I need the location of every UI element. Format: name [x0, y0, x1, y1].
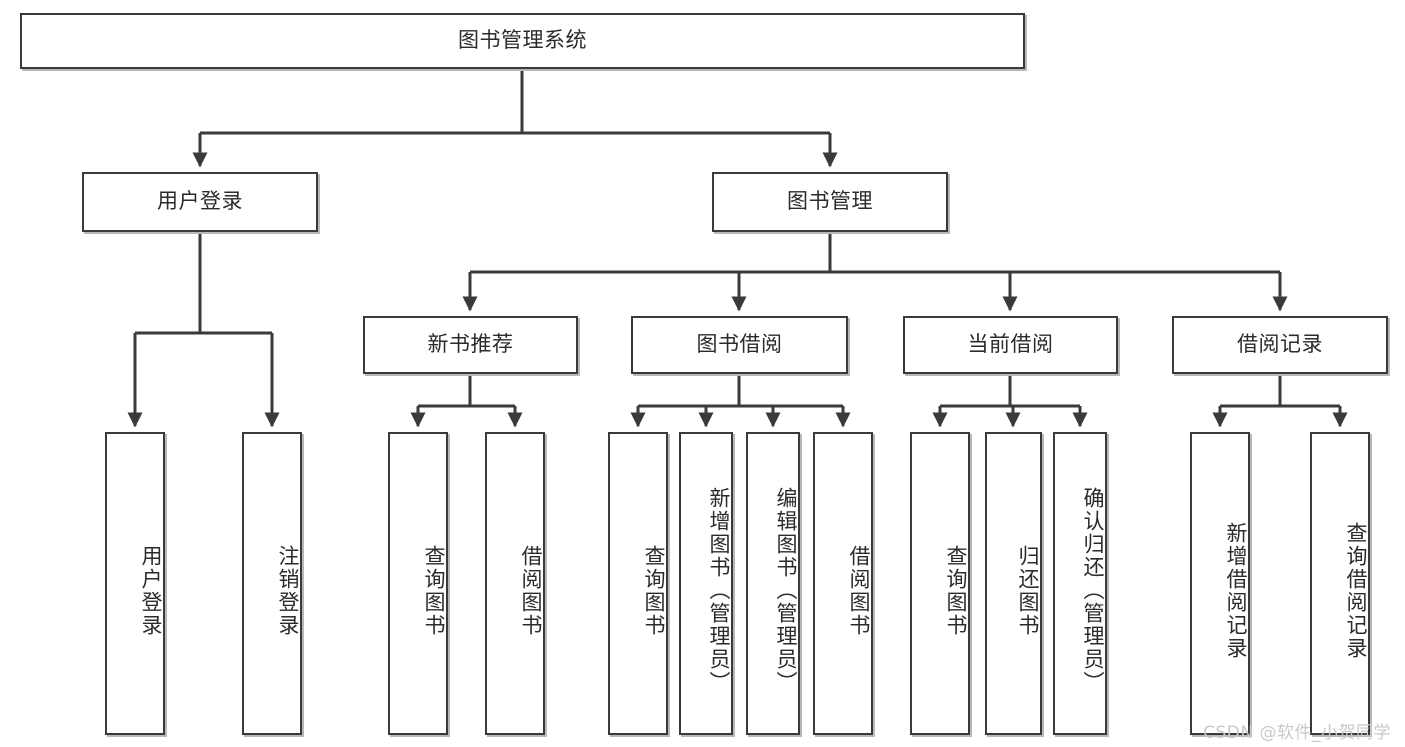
- node-leaf-query-borrow-record-label: 查询借阅记录: [1344, 521, 1368, 660]
- node-leaf-confirm-return-admin-label: 确认归还（管理员）: [1081, 487, 1105, 694]
- node-leaf-add-book-admin[interactable]: 新增图书（管理员）: [679, 432, 733, 735]
- node-leaf-edit-book-admin[interactable]: 编辑图书（管理员）: [746, 432, 800, 735]
- node-book-borrow[interactable]: 图书借阅: [631, 316, 848, 374]
- node-user-login[interactable]: 用户登录: [82, 172, 318, 232]
- node-leaf-user-login[interactable]: 用户登录: [105, 432, 165, 735]
- node-leaf-query-book-1[interactable]: 查询图书: [388, 432, 448, 735]
- node-leaf-borrow-book-2-label: 借阅图书: [847, 544, 871, 637]
- node-leaf-query-book-2[interactable]: 查询图书: [608, 432, 668, 735]
- node-leaf-logout-login[interactable]: 注销登录: [242, 432, 302, 735]
- node-leaf-logout-login-label: 注销登录: [276, 544, 300, 637]
- node-leaf-query-book-2-label: 查询图书: [642, 544, 666, 637]
- node-borrow-record-label: 借阅记录: [1237, 332, 1323, 357]
- node-leaf-add-borrow-record[interactable]: 新增借阅记录: [1190, 432, 1250, 735]
- node-leaf-add-borrow-record-label: 新增借阅记录: [1224, 521, 1248, 660]
- watermark-text: CSDN @软件_小贺同学: [1203, 723, 1391, 743]
- node-new-book-recommend[interactable]: 新书推荐: [363, 316, 578, 374]
- node-leaf-query-book-3-label: 查询图书: [944, 544, 968, 637]
- node-new-book-recommend-label: 新书推荐: [427, 332, 514, 357]
- node-current-borrow-label: 当前借阅: [967, 332, 1054, 357]
- node-leaf-borrow-book-1[interactable]: 借阅图书: [485, 432, 545, 735]
- node-leaf-confirm-return-admin[interactable]: 确认归还（管理员）: [1053, 432, 1107, 735]
- node-root-label: 图书管理系统: [458, 28, 587, 53]
- node-root-system[interactable]: 图书管理系统: [20, 13, 1025, 69]
- node-leaf-query-borrow-record[interactable]: 查询借阅记录: [1310, 432, 1370, 735]
- node-leaf-user-login-label: 用户登录: [139, 544, 163, 637]
- node-leaf-return-book-label: 归还图书: [1016, 544, 1040, 637]
- node-leaf-add-book-admin-label: 新增图书（管理员）: [707, 487, 731, 694]
- node-current-borrow[interactable]: 当前借阅: [903, 316, 1118, 374]
- node-user-login-label: 用户登录: [157, 189, 243, 214]
- node-book-manage[interactable]: 图书管理: [712, 172, 948, 232]
- node-leaf-edit-book-admin-label: 编辑图书（管理员）: [774, 487, 798, 694]
- node-borrow-record[interactable]: 借阅记录: [1172, 316, 1388, 374]
- node-book-borrow-label: 图书借阅: [696, 332, 783, 357]
- node-leaf-query-book-1-label: 查询图书: [422, 544, 446, 637]
- node-leaf-query-book-3[interactable]: 查询图书: [910, 432, 970, 735]
- node-book-manage-label: 图书管理: [787, 189, 873, 214]
- node-leaf-borrow-book-1-label: 借阅图书: [519, 544, 543, 637]
- node-leaf-borrow-book-2[interactable]: 借阅图书: [813, 432, 873, 735]
- node-leaf-return-book[interactable]: 归还图书: [985, 432, 1042, 735]
